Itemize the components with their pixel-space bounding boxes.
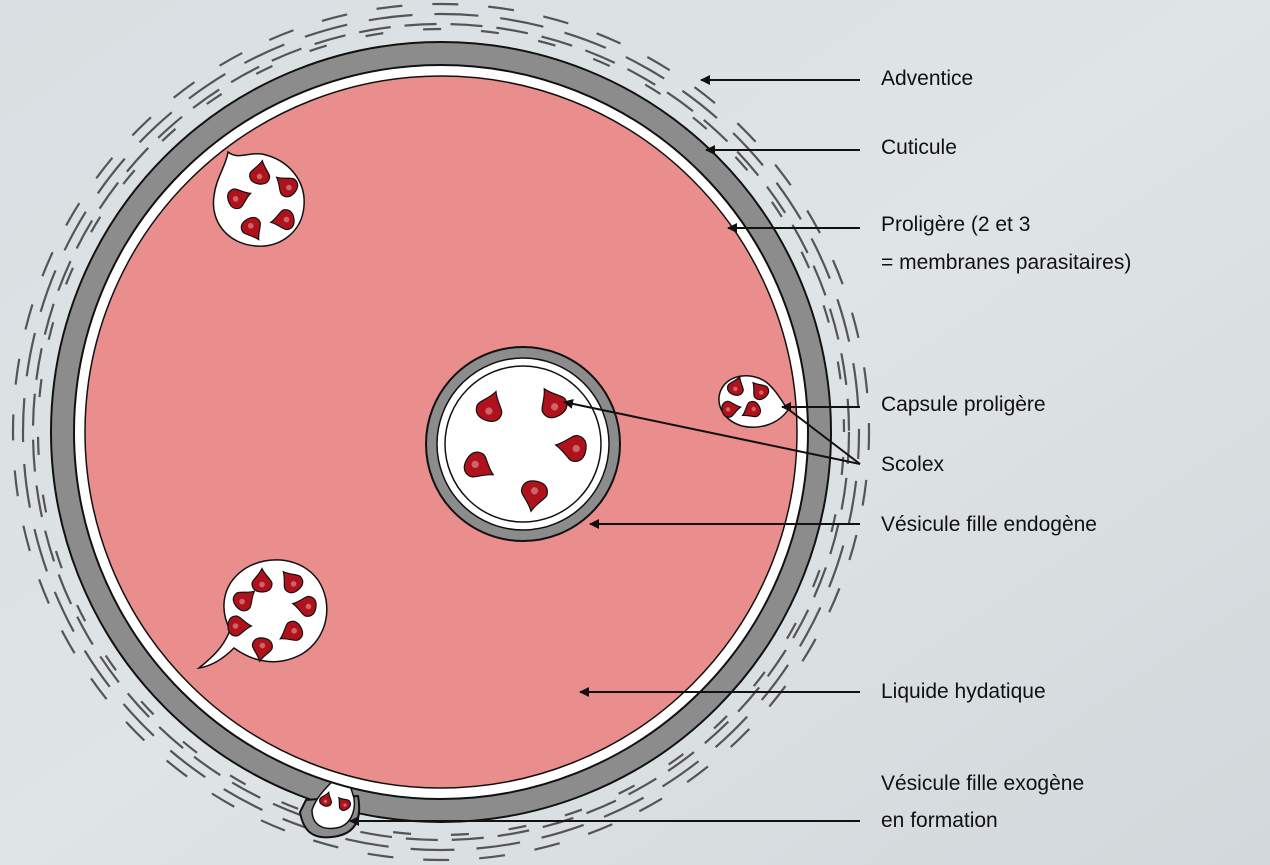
label-adventice: Adventice (881, 62, 973, 96)
label-proligere-line2: = membranes parasitaires) (881, 246, 1131, 280)
label-liquide-hydatique: Liquide hydatique (881, 675, 1046, 709)
label-vesicule-endogene: Vésicule fille endogène (881, 508, 1097, 542)
endogenous-daughter-vesicle (426, 347, 620, 541)
scolex-highlight-19 (233, 623, 239, 629)
label-proligere-line1: Proligère (2 et 3 (881, 208, 1030, 242)
label-scolex: Scolex (881, 448, 944, 482)
label-cuticule: Cuticule (881, 131, 957, 165)
label-vesicule-exogene-line2: en formation (881, 804, 998, 838)
scolex-highlight-15 (259, 582, 265, 588)
label-capsule-proligere: Capsule proligère (881, 388, 1046, 422)
label-vesicule-exogene-line1: Vésicule fille exogène (881, 767, 1084, 801)
